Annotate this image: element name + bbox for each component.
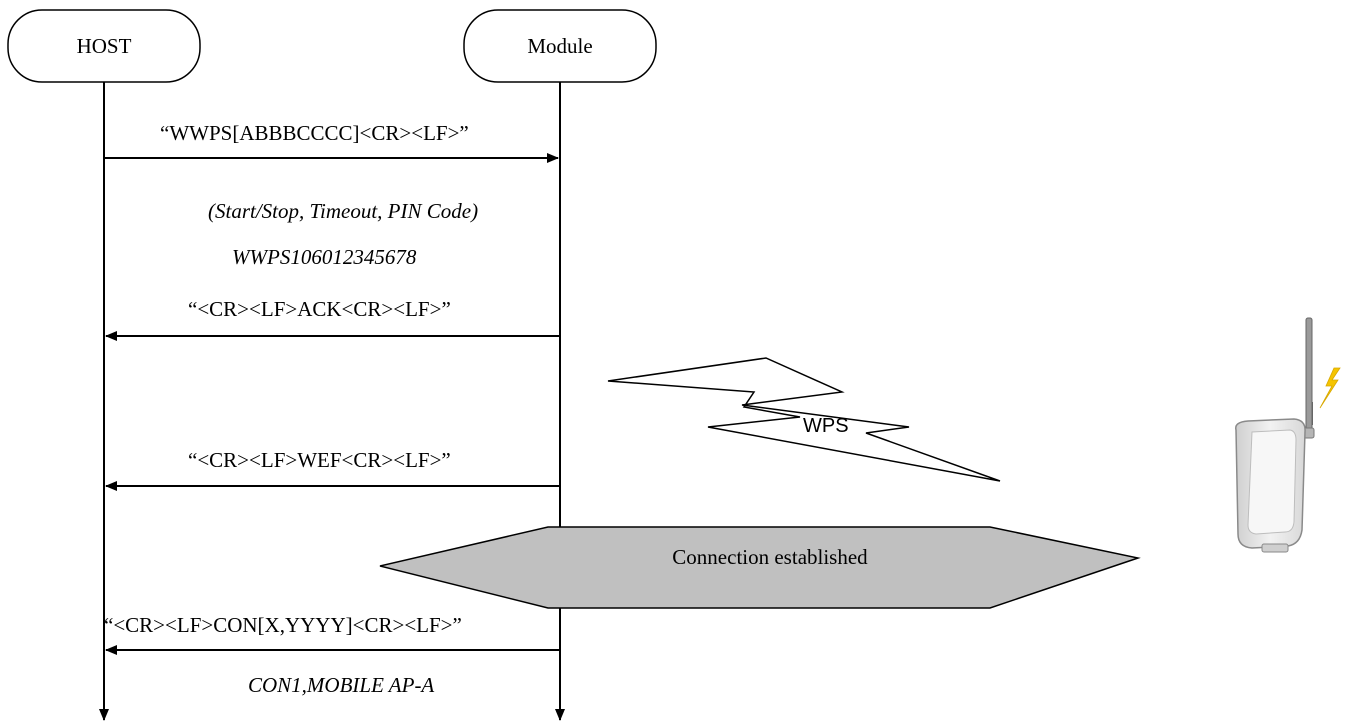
message-label-con: “<CR><LF>CON[X,YYYY]<CR><LF>” (104, 613, 462, 637)
connection-hexagon (379, 526, 1141, 609)
module-label: Module (527, 34, 592, 58)
module-participant: Module (463, 9, 657, 83)
wps-label: WPS (803, 415, 849, 437)
host-participant: HOST (7, 9, 201, 83)
connection-established-banner: Connection established (379, 526, 1141, 609)
message-label-wef: “<CR><LF>WEF<CR><LF>” (188, 448, 451, 472)
access-point-icon (1235, 317, 1341, 553)
wps-bolt-icon (607, 357, 1001, 482)
wps-lightning-shape: WPS (607, 357, 1001, 482)
note-params: (Start/Stop, Timeout, PIN Code) (208, 199, 478, 223)
message-label-ack: “<CR><LF>ACK<CR><LF>” (188, 297, 451, 321)
signal-bolt-icon (1319, 367, 1341, 409)
note-example-command: WWPS106012345678 (232, 245, 417, 269)
message-label-wwps: “WWPS[ABBBCCCC]<CR><LF>” (160, 121, 469, 145)
connection-label: Connection established (672, 545, 868, 569)
host-label: HOST (77, 34, 132, 58)
note-example-con: CON1,MOBILE AP-A (248, 673, 434, 697)
